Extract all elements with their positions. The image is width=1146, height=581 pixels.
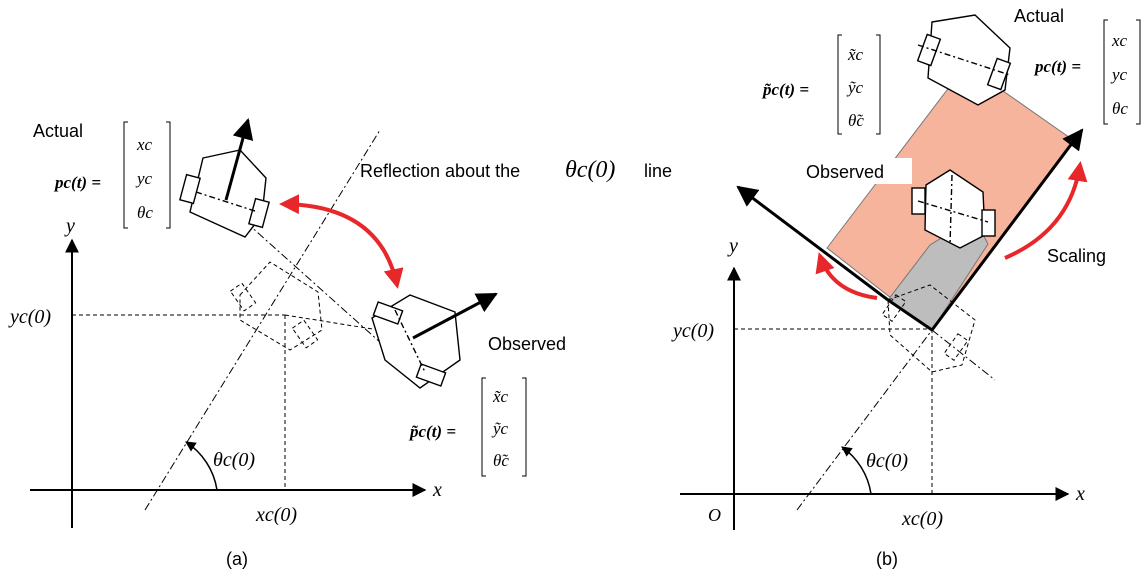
observed-label: Observed <box>488 334 566 354</box>
y-axis-label: y <box>727 235 738 257</box>
actual-vector-1: yc <box>135 169 153 188</box>
theta-label: θc(0) <box>866 450 908 472</box>
diag-line <box>209 189 401 361</box>
actual-vector-0: xc <box>1111 31 1128 50</box>
actual-vector-0: xc <box>136 135 153 154</box>
theta-arc <box>185 441 218 491</box>
actual-robot <box>179 117 270 238</box>
observed-vector-lhs: p̃c(t) = <box>408 422 456 441</box>
actual-vector-lhs: pc(t) = <box>1033 57 1081 76</box>
actual-vector: pc(t) = xc yc θc <box>53 121 171 229</box>
scaling-arrow-left <box>815 252 878 300</box>
theta-arc <box>841 446 872 495</box>
theta-label: θc(0) <box>213 449 255 471</box>
actual-vector-2: θc <box>1112 99 1128 118</box>
actual-label: Actual <box>1014 6 1064 26</box>
actual-vector-2: θc <box>137 203 153 222</box>
initial-robot <box>881 284 976 373</box>
actual-robot <box>916 14 1012 106</box>
observed-vector: p̃c(t) = x̃c ỹc θ̃c <box>408 377 527 477</box>
observed-label: Observed <box>806 162 884 182</box>
panel-a: Actual Observed Reflection about the θc(… <box>8 117 672 569</box>
basis-arrow-right <box>930 128 1084 331</box>
y0-label: yc(0) <box>671 320 714 342</box>
panel-b: Actual Observed Scaling y x O yc(0) xc(0… <box>671 6 1141 569</box>
observed-vector-lhs: p̃c(t) = <box>761 80 809 99</box>
caption-b: (b) <box>876 549 898 569</box>
reflection-symbol: θc(0) <box>565 157 615 183</box>
theta-line <box>796 329 933 511</box>
observed-label-bg <box>802 158 912 184</box>
observed-vector-2: θ̃c <box>493 451 509 470</box>
x-axis-label: x <box>432 479 442 501</box>
x0-label: xc(0) <box>901 508 943 530</box>
observed-vector-1: ỹc <box>491 419 509 438</box>
y-axis-label: y <box>64 215 75 237</box>
actual-label: Actual <box>33 121 83 141</box>
reflection-suffix: line <box>644 161 672 181</box>
observed-vector-1: ỹc <box>846 78 864 97</box>
origin-label: O <box>708 505 721 525</box>
x0-label: xc(0) <box>255 504 297 526</box>
reflection-label: Reflection about the <box>360 161 520 181</box>
observed-robot <box>371 292 498 389</box>
theta-line <box>144 129 381 511</box>
observed-vector-0: x̃c <box>492 387 509 406</box>
base-edge <box>887 298 933 332</box>
diag-line <box>931 329 996 381</box>
x-axis-label: x <box>1075 483 1085 505</box>
actual-vector: pc(t) = xc yc θc <box>1033 19 1141 125</box>
y0-label: yc(0) <box>8 306 51 328</box>
scaling-arrow-right <box>1004 161 1088 260</box>
initial-robot <box>229 261 323 351</box>
observed-robot <box>911 169 996 249</box>
reflection-arrow <box>279 194 404 289</box>
scaling-label: Scaling <box>1047 246 1106 266</box>
basis-arrow-left <box>736 185 889 302</box>
actual-vector-lhs: pc(t) = <box>53 173 101 192</box>
observed-vector-0: x̃c <box>847 45 864 64</box>
caption-a: (a) <box>226 549 248 569</box>
actual-vector-1: yc <box>1110 65 1128 84</box>
observed-vector: p̃c(t) = x̃c ỹc θ̃c <box>761 34 881 135</box>
observed-vector-2: θ̃c <box>848 111 864 130</box>
